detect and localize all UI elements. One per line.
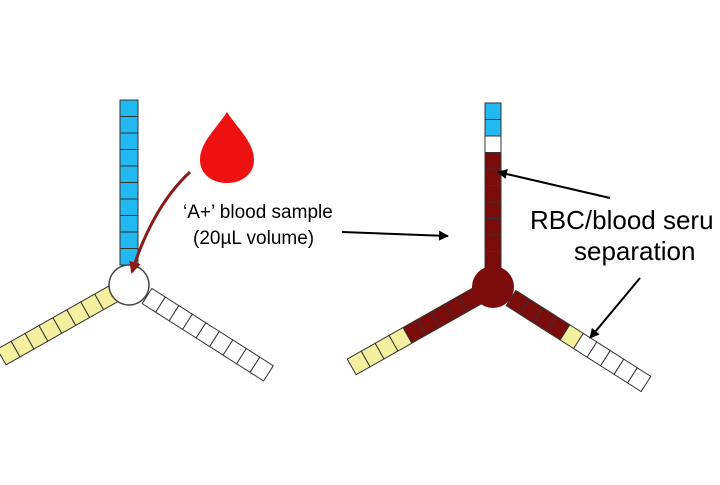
channel-segment <box>484 251 502 269</box>
channel-segment <box>119 182 139 200</box>
channel-segment <box>484 234 502 252</box>
separation-label-line2: separation <box>574 236 696 266</box>
left-device <box>0 99 274 382</box>
right-lower-left-channel <box>346 287 483 376</box>
channel-segment <box>119 165 139 183</box>
right-top-channel <box>484 102 502 269</box>
channel-segment <box>484 152 502 170</box>
channel-segment <box>484 201 502 219</box>
channel-segment <box>119 116 139 134</box>
left-lower-left-channel <box>0 285 119 366</box>
sample-label-line1: ‘A+’ blood sample <box>183 202 333 223</box>
channel-segment <box>119 149 139 167</box>
separation-label-line1: RBC/blood seru <box>530 205 714 235</box>
channel-segment <box>484 135 502 153</box>
channel-segment <box>484 102 502 120</box>
channel-segment <box>346 350 371 376</box>
left-top-channel <box>119 99 139 266</box>
channel-segment <box>119 99 139 117</box>
channel-segment <box>119 231 139 249</box>
serum-arrow-bottom <box>589 277 641 339</box>
process-arrow <box>341 230 449 241</box>
right-center-well <box>472 266 514 308</box>
channel-segment <box>249 356 274 382</box>
channel-segment <box>119 215 139 233</box>
channel-segment <box>0 340 21 366</box>
channel-segment <box>626 367 652 393</box>
channel-segment <box>119 132 139 150</box>
channel-segment <box>484 218 502 236</box>
serum-arrow-top <box>497 169 611 199</box>
sample-arrow <box>129 170 192 274</box>
blood-drop-icon <box>200 112 254 183</box>
channel-segment <box>484 185 502 203</box>
left-lower-right-channel <box>141 287 274 382</box>
channel-segment <box>119 198 139 216</box>
right-lower-right-channel <box>505 289 652 393</box>
left-center-well <box>108 264 150 306</box>
sample-label-line2: (20µL volume) <box>193 228 315 249</box>
right-device <box>346 102 652 393</box>
channel-segment <box>484 119 502 137</box>
